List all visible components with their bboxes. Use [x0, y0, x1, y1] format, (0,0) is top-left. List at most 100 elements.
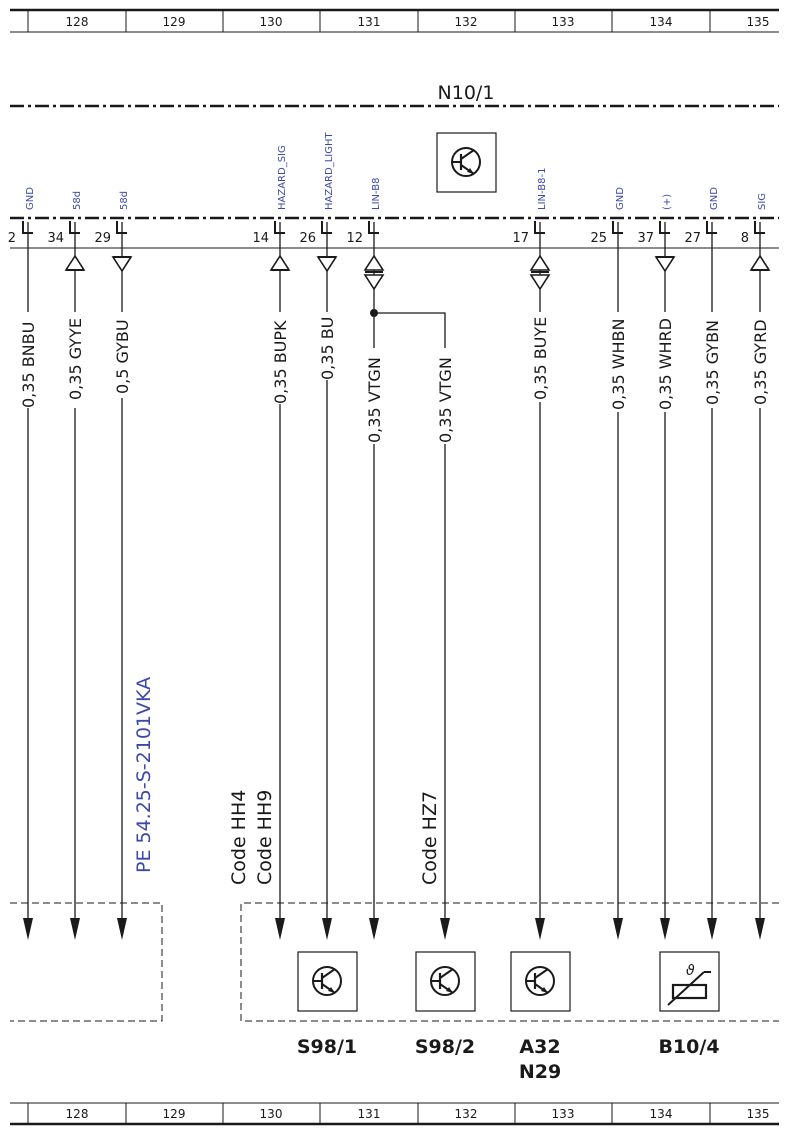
- top-grid-bar: 128 129 130 131 132 133 134 135: [10, 8, 779, 33]
- arrow-down-icon: [111, 256, 133, 273]
- temperature-sensor-icon: ϑ: [667, 963, 711, 1006]
- grid-col-135-bottom: 135: [747, 1107, 770, 1121]
- wire-label: 0,35 BUPK: [271, 320, 290, 404]
- pin-number: 37: [637, 231, 654, 246]
- grid-col-129-bottom: 129: [163, 1107, 186, 1121]
- connector-reference: PE 54.25-S-2101VKA: [133, 677, 155, 873]
- wire-label: 0,35 WHRD: [656, 318, 675, 410]
- arrow-up-icon: [269, 254, 291, 271]
- arrow-up-icon: [64, 254, 86, 271]
- pin-signal-label: GND: [615, 187, 626, 210]
- wire-end-arrow: [613, 918, 623, 940]
- component-s98-1: S98/1: [297, 951, 358, 1058]
- wire-label: 0,35 BU: [318, 317, 337, 380]
- component-label: S98/1: [297, 1036, 357, 1058]
- pin-signal-label: 58d: [119, 191, 130, 210]
- pin-terminal: [274, 221, 285, 234]
- grid-col-128: 128: [66, 15, 89, 29]
- wire-label: 0,5 GYBU: [113, 319, 132, 394]
- pin-signal-label: LIN-B8-1: [537, 168, 548, 210]
- module-symbol-box: [436, 132, 497, 193]
- wire-end-arrow: [707, 918, 717, 940]
- module-name: N10/1: [438, 82, 495, 104]
- wire-end-arrow: [117, 918, 127, 940]
- component-s98-2: S98/2: [415, 951, 476, 1058]
- wire-end-arrow: [23, 918, 33, 940]
- pin-number: 29: [94, 231, 111, 246]
- grid-col-128-bottom: 128: [66, 1107, 89, 1121]
- pin-signal-label: 58d: [72, 191, 83, 210]
- wire-label: 0,35 GYBN: [703, 320, 722, 405]
- pin-signal-label: HAZARD_LIGHT: [324, 132, 335, 210]
- pin-terminal: [612, 221, 623, 234]
- pin-signal-label: (+): [662, 194, 673, 210]
- wire-label: 0,35 GYRD: [751, 319, 770, 405]
- transistor-icon: [451, 147, 481, 177]
- wire-end-arrow: [369, 918, 379, 940]
- pin-number: 17: [512, 231, 529, 246]
- wire-end-arrow: [70, 918, 80, 940]
- grid-col-131: 131: [358, 15, 381, 29]
- bottom-grid-bar: 128 129 130 131 132 133 134 135: [10, 1102, 779, 1126]
- component-label: A32: [519, 1036, 560, 1058]
- code-label-hh9: Code HH9: [254, 790, 276, 885]
- pin-number: 26: [299, 231, 316, 246]
- component-label: S98/2: [415, 1036, 475, 1058]
- component-a32: A32 N29: [510, 951, 571, 1083]
- pin-signal-label: HAZARD_SIG: [277, 145, 288, 210]
- pin-terminal: [116, 221, 127, 234]
- module-n10-1: N10/1: [10, 82, 779, 249]
- pin-terminal: [659, 221, 670, 234]
- pin-number: 14: [252, 231, 269, 246]
- grid-col-129: 129: [163, 15, 186, 29]
- wire-end-arrow: [322, 918, 332, 940]
- wire-label-branch: 0,35 VTGN: [436, 357, 455, 443]
- svg-text:ϑ: ϑ: [686, 963, 695, 979]
- pin-terminal: [321, 221, 332, 234]
- wire-label: 0,35 VTGN: [365, 357, 384, 443]
- pin-signal-label: GND: [25, 187, 36, 210]
- wire-end-arrow: [440, 918, 450, 940]
- pin-number: 34: [47, 231, 64, 246]
- pin-terminal: [22, 221, 33, 234]
- arrow-down-icon: [316, 256, 338, 273]
- splice-dot: [370, 309, 378, 317]
- transistor-icon: [312, 966, 342, 996]
- wire-end-arrows: [23, 918, 765, 940]
- transistor-icon: [525, 966, 555, 996]
- transistor-icon: [430, 966, 460, 996]
- component-label: B10/4: [658, 1036, 719, 1058]
- grid-col-134: 134: [650, 15, 673, 29]
- component-boundaries: [10, 902, 779, 1022]
- pin-signal-label: LIN-B8: [371, 178, 382, 210]
- pin-terminals: [22, 221, 765, 234]
- wire-end-arrow: [755, 918, 765, 940]
- code-label-hz7: Code HZ7: [419, 791, 441, 885]
- component-b10-4: ϑ B10/4: [658, 951, 720, 1058]
- branch-wire: [374, 312, 446, 925]
- pin-signal-labels: GND 58d 58d HAZARD_SIG HAZARD_LIGHT LIN-…: [25, 132, 768, 210]
- pin-number: 27: [684, 231, 701, 246]
- pin-terminal: [69, 221, 80, 234]
- pin-number: 8: [741, 231, 749, 246]
- pin-signal-label: SIG: [757, 193, 768, 210]
- grid-col-132: 132: [455, 15, 478, 29]
- arrow-up-icon: [749, 254, 771, 271]
- pin-number: 12: [346, 231, 363, 246]
- pin-numbers: 2 34 29 14 26 12 17 25 37 27 8: [8, 231, 749, 246]
- grid-col-133: 133: [552, 15, 575, 29]
- wire-labels: 0,35 BNBU 0,35 GYYE 0,5 GYBU 0,35 BUPK 0…: [19, 312, 770, 444]
- boundary-right-group: [240, 902, 779, 1022]
- grid-col-131-bottom: 131: [358, 1107, 381, 1121]
- pin-number: 25: [590, 231, 607, 246]
- grid-col-130-bottom: 130: [260, 1107, 283, 1121]
- wire-label: 0,35 BUYE: [531, 317, 550, 400]
- pin-terminal: [706, 221, 717, 234]
- pin-terminal: [534, 221, 545, 234]
- boundary-left-group: [10, 902, 163, 1022]
- grid-col-134-bottom: 134: [650, 1107, 673, 1121]
- grid-col-130: 130: [260, 15, 283, 29]
- arrow-down-icon: [654, 256, 676, 273]
- grid-col-135: 135: [747, 15, 770, 29]
